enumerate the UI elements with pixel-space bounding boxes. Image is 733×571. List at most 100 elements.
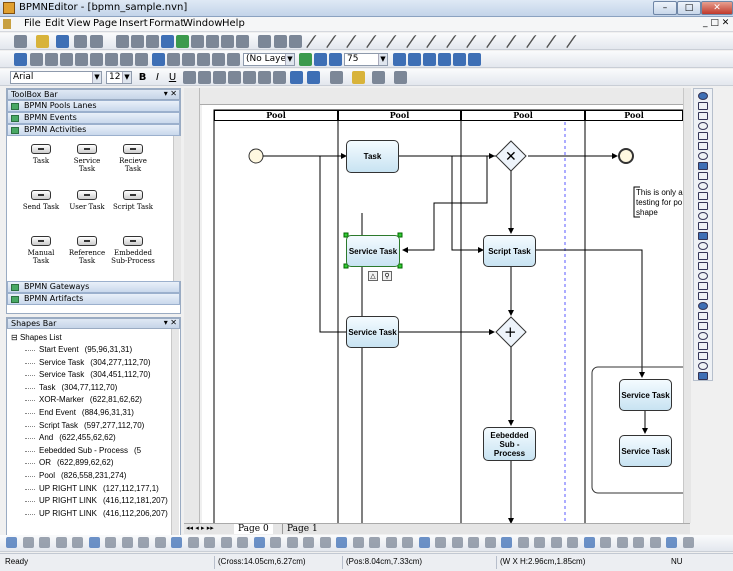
shape-list-item[interactable]: UP RIGHT LINK(416,112,206,207) — [25, 509, 168, 521]
flow-to-script[interactable] — [451, 156, 484, 253]
align-right-icon[interactable] — [60, 53, 73, 66]
menu-format[interactable]: Format — [149, 18, 185, 29]
drawing-tool-1-icon[interactable] — [6, 537, 17, 548]
drawing-tool-35-icon[interactable] — [567, 537, 578, 548]
align-center-icon[interactable] — [45, 53, 58, 66]
save-icon[interactable] — [56, 35, 69, 48]
close-icon[interactable] — [698, 372, 708, 380]
tool-recieve-task[interactable]: Recieve Task — [111, 144, 155, 173]
pin-close-icon[interactable]: ▾ ✕ — [163, 318, 177, 327]
shapes-list-root[interactable]: ⊟ Shapes List — [11, 333, 62, 342]
drawing-tool-36-icon[interactable] — [583, 537, 595, 548]
italic-button[interactable]: I — [156, 72, 159, 83]
text-icon[interactable] — [698, 322, 708, 330]
menu-insert[interactable]: Insert — [119, 18, 148, 29]
chevron-down-icon[interactable]: ▼ — [92, 72, 101, 83]
drawing-tool-37-icon[interactable] — [600, 537, 611, 548]
layer-icon[interactable] — [227, 53, 240, 66]
print-icon[interactable] — [258, 35, 271, 48]
shape-list-item[interactable]: End Event(884,96,31,31) — [25, 408, 134, 420]
rect-icon[interactable] — [698, 162, 708, 170]
drawing-tool-9-icon[interactable] — [138, 537, 149, 548]
service-task-node-4[interactable]: Service Task — [619, 435, 672, 467]
font-color-icon[interactable] — [307, 71, 320, 84]
zoom-out-icon[interactable] — [206, 35, 219, 48]
drawing-tool-11-icon[interactable] — [171, 537, 182, 548]
link-icon[interactable] — [236, 35, 249, 48]
tool-send-task[interactable]: Send Task — [19, 190, 63, 211]
tab-nav-icon[interactable]: ◂◂ ◂ ▸ ▸▸ — [186, 524, 214, 532]
group-icon[interactable] — [197, 53, 210, 66]
zoom-in-tool-icon[interactable] — [453, 53, 466, 66]
line-style-icon[interactable] — [372, 71, 385, 84]
chevron-down-icon[interactable]: ▼ — [122, 72, 131, 83]
connector-4-icon[interactable] — [365, 35, 388, 48]
undo-icon[interactable] — [74, 35, 87, 48]
menu-edit[interactable]: Edit — [45, 18, 65, 29]
chevron-down-icon[interactable]: ▼ — [378, 54, 387, 65]
pointer-icon[interactable] — [698, 92, 708, 100]
connector-14-icon[interactable] — [565, 35, 588, 48]
cut-icon[interactable] — [116, 35, 129, 48]
callout-icon[interactable] — [698, 262, 708, 270]
end-event[interactable] — [618, 148, 634, 164]
cross-icon[interactable] — [698, 312, 708, 320]
shape-list-item[interactable]: Script Task(597,277,112,70) — [25, 421, 144, 433]
drawing-tool-24-icon[interactable] — [385, 537, 397, 548]
table-icon[interactable] — [698, 342, 708, 350]
zoom-100-icon[interactable] — [438, 53, 451, 66]
menu-file[interactable]: File — [24, 18, 41, 29]
align-middle-icon[interactable] — [90, 53, 103, 66]
freehand-icon[interactable] — [698, 152, 708, 160]
lock-icon[interactable] — [299, 53, 312, 66]
align-left-icon[interactable] — [30, 53, 43, 66]
cloud-icon[interactable] — [698, 252, 708, 260]
flip-icon[interactable] — [182, 53, 195, 66]
fill-color-icon[interactable] — [352, 71, 365, 84]
zoom-icon[interactable] — [698, 362, 708, 370]
tab-page-0[interactable]: Page 0 — [234, 524, 273, 534]
category-gateways[interactable]: BPMN Gateways — [7, 281, 180, 293]
drawing-tool-5-icon[interactable] — [72, 537, 83, 548]
service-task-node-2[interactable]: Service Task — [346, 316, 399, 348]
drawing-tool-31-icon[interactable] — [501, 537, 512, 548]
drawing-tool-41-icon[interactable] — [666, 537, 677, 548]
font-size-up-icon[interactable] — [290, 71, 303, 84]
connector-13-icon[interactable] — [545, 35, 568, 48]
text-mid-icon[interactable] — [258, 71, 271, 84]
menu-window[interactable]: Window — [183, 18, 223, 29]
document-icon[interactable] — [698, 292, 708, 300]
toolbox-scrollbar[interactable] — [173, 136, 181, 281]
layer-select[interactable]: (No Layer)▼ — [243, 53, 295, 66]
drawing-tool-14-icon[interactable] — [220, 537, 232, 548]
connector-5-icon[interactable] — [385, 35, 408, 48]
zoom-page-icon[interactable] — [408, 53, 421, 66]
zoom-out-tool-icon[interactable] — [329, 53, 342, 66]
shape-list-item[interactable]: Start Event(95,96,31,31) — [25, 345, 132, 357]
pin-close-icon[interactable]: ▾ ✕ — [163, 89, 177, 98]
drawing-tool-2-icon[interactable] — [22, 537, 34, 548]
attach-icon[interactable]: ⚲ — [382, 271, 392, 281]
shape-list-item[interactable]: UP RIGHT LINK(416,112,181,207) — [25, 496, 168, 508]
curve-icon[interactable] — [698, 132, 708, 140]
drawing-tool-30-icon[interactable] — [484, 537, 496, 548]
script-task-node[interactable]: Script Task — [483, 235, 536, 267]
text-justify-icon[interactable] — [228, 71, 241, 84]
tool-embedded-sub-process[interactable]: Embedded Sub-Process — [111, 236, 155, 265]
zoom-in-icon[interactable] — [191, 35, 204, 48]
arrow-icon[interactable] — [698, 242, 708, 250]
open-icon[interactable] — [36, 35, 49, 48]
drawing-tool-42-icon[interactable] — [682, 537, 694, 548]
flowchart-icon[interactable] — [698, 302, 708, 310]
drawing-tool-12-icon[interactable] — [187, 537, 199, 548]
start-event[interactable] — [248, 148, 264, 164]
shape-list-item[interactable]: Pool(826,558,231,274) — [25, 471, 126, 483]
connector-3-icon[interactable] — [345, 35, 368, 48]
diamond-icon[interactable] — [698, 212, 708, 220]
pointer-icon[interactable] — [14, 53, 27, 66]
zoom-region-icon[interactable] — [468, 53, 481, 66]
category-events[interactable]: BPMN Events — [7, 112, 180, 124]
connector-11-icon[interactable] — [505, 35, 528, 48]
help-icon[interactable] — [289, 35, 302, 48]
format-icon[interactable] — [176, 35, 189, 48]
